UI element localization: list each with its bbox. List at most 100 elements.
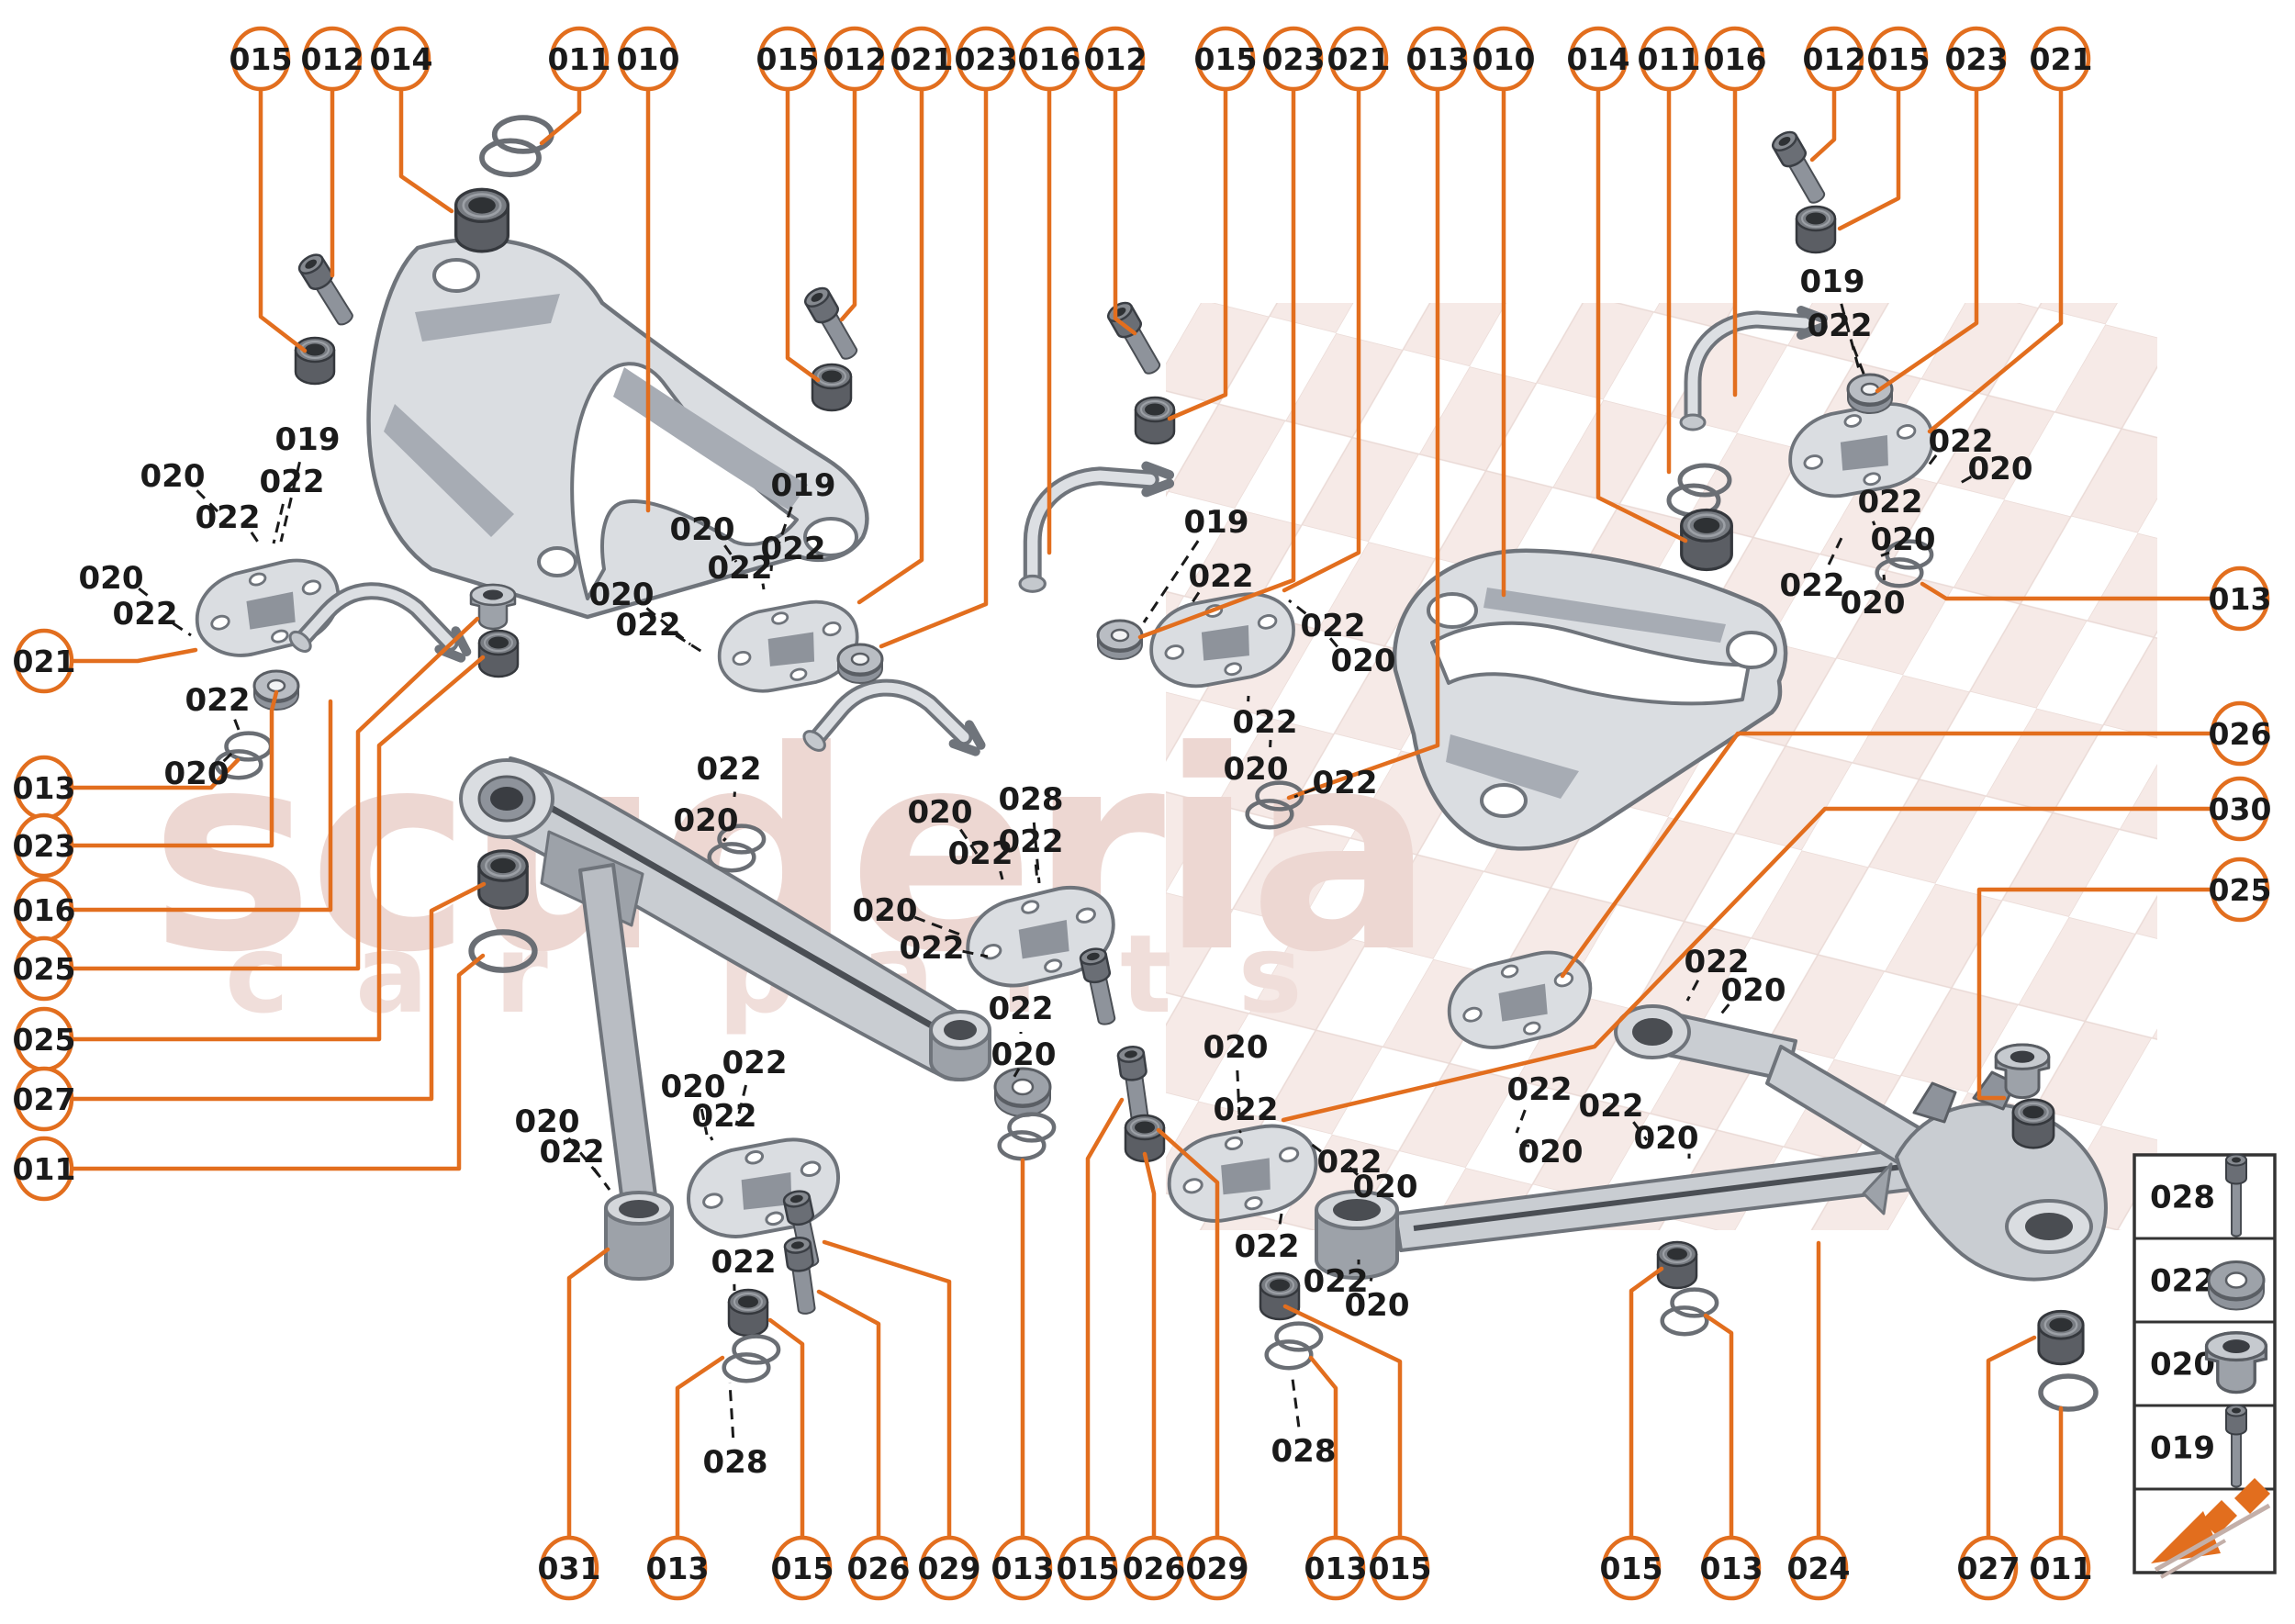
callout-circle[interactable] [1328,26,1389,92]
callout-circle[interactable] [302,26,363,92]
callout-circle[interactable] [757,26,818,92]
callout-027[interactable]: 027 [13,1066,76,1132]
callout-circle[interactable] [1195,26,1256,92]
callout-015[interactable]: 015 [1194,26,1258,92]
callout-011[interactable]: 011 [548,26,611,92]
callout-circle[interactable] [1701,1535,1762,1601]
callout-circle[interactable] [1946,26,2007,92]
callout-circle[interactable] [891,26,952,92]
callout-014[interactable]: 014 [370,26,433,92]
callout-025[interactable]: 025 [13,1006,76,1072]
callout-026[interactable]: 026 [1123,1535,1186,1601]
callout-013[interactable]: 013 [1700,1535,1763,1601]
callout-023[interactable]: 023 [1262,26,1326,92]
callout-circle[interactable] [14,935,74,1002]
callout-013[interactable]: 013 [13,755,76,821]
callout-021[interactable]: 021 [13,628,76,694]
callout-circle[interactable] [1473,26,1534,92]
callout-circle[interactable] [230,26,291,92]
callout-011[interactable]: 011 [1638,26,1701,92]
callout-030[interactable]: 030 [2209,776,2272,842]
callout-015[interactable]: 015 [1057,1535,1120,1601]
callout-circle[interactable] [992,1535,1053,1601]
callout-circle[interactable] [1124,1535,1184,1601]
callout-circle[interactable] [1263,26,1324,92]
callout-circle[interactable] [1788,1535,1849,1601]
callout-024[interactable]: 024 [1787,1535,1851,1601]
callout-circle[interactable] [618,26,678,92]
callout-circle[interactable] [549,26,610,92]
callout-015[interactable]: 015 [1369,1535,1432,1601]
callout-025[interactable]: 025 [2209,857,2272,923]
callout-circle[interactable] [14,812,74,879]
callout-013[interactable]: 013 [1406,26,1470,92]
callout-circle[interactable] [539,1535,599,1601]
callout-circle[interactable] [1868,26,1929,92]
callout-circle[interactable] [14,628,74,694]
callout-circle[interactable] [1019,26,1080,92]
callout-circle[interactable] [1639,26,1699,92]
callout-circle[interactable] [1958,1535,2019,1601]
callout-circle[interactable] [1407,26,1468,92]
callout-circle[interactable] [1085,26,1146,92]
callout-circle[interactable] [2210,857,2270,923]
callout-circle[interactable] [14,1136,74,1202]
callout-012[interactable]: 012 [1084,26,1148,92]
callout-circle[interactable] [1705,26,1765,92]
callout-011[interactable]: 011 [2030,1535,2093,1601]
callout-circle[interactable] [371,26,431,92]
callout-circle[interactable] [919,1535,980,1601]
callout-015[interactable]: 015 [1600,1535,1663,1601]
callout-circle[interactable] [956,26,1016,92]
callout-circle[interactable] [2210,566,2270,632]
callout-021[interactable]: 021 [2030,26,2093,92]
callout-015[interactable]: 015 [771,1535,834,1601]
callout-012[interactable]: 012 [301,26,364,92]
callout-026[interactable]: 026 [2209,700,2272,767]
callout-013[interactable]: 013 [1304,1535,1368,1601]
callout-029[interactable]: 029 [1186,1535,1249,1601]
callout-012[interactable]: 012 [1803,26,1866,92]
callout-014[interactable]: 014 [1567,26,1630,92]
callout-circle[interactable] [1601,1535,1662,1601]
callout-013[interactable]: 013 [2209,566,2272,632]
callout-016[interactable]: 016 [1018,26,1081,92]
callout-circle[interactable] [1058,1535,1118,1601]
callout-circle[interactable] [647,1535,708,1601]
callout-circle[interactable] [1568,26,1629,92]
callout-circle[interactable] [2210,776,2270,842]
callout-029[interactable]: 029 [918,1535,981,1601]
callout-016[interactable]: 016 [1704,26,1767,92]
callout-027[interactable]: 027 [1957,1535,2021,1601]
callout-number: 023 [955,41,1018,77]
callout-026[interactable]: 026 [847,1535,911,1601]
callout-012[interactable]: 012 [823,26,887,92]
callout-013[interactable]: 013 [646,1535,710,1601]
callout-023[interactable]: 023 [13,812,76,879]
callout-025[interactable]: 025 [13,935,76,1002]
callout-023[interactable]: 023 [1945,26,2009,92]
callout-circle[interactable] [772,1535,833,1601]
callout-circle[interactable] [2031,26,2091,92]
callout-011[interactable]: 011 [13,1136,76,1202]
callout-015[interactable]: 015 [756,26,820,92]
callout-021[interactable]: 021 [1327,26,1391,92]
callout-021[interactable]: 021 [890,26,954,92]
callout-016[interactable]: 016 [13,877,76,943]
callout-circle[interactable] [848,1535,909,1601]
callout-circle[interactable] [824,26,885,92]
callout-015[interactable]: 015 [230,26,293,92]
callout-010[interactable]: 010 [617,26,680,92]
callout-circle[interactable] [1305,1535,1366,1601]
callout-circle[interactable] [1187,1535,1248,1601]
callout-circle[interactable] [2031,1535,2091,1601]
callout-circle[interactable] [14,1066,74,1132]
callout-circle[interactable] [1804,26,1864,92]
callout-023[interactable]: 023 [955,26,1018,92]
callout-013[interactable]: 013 [991,1535,1055,1601]
callout-circle[interactable] [2210,700,2270,767]
callout-031[interactable]: 031 [538,1535,601,1601]
callout-circle[interactable] [1370,1535,1430,1601]
callout-015[interactable]: 015 [1867,26,1931,92]
callout-010[interactable]: 010 [1472,26,1536,92]
